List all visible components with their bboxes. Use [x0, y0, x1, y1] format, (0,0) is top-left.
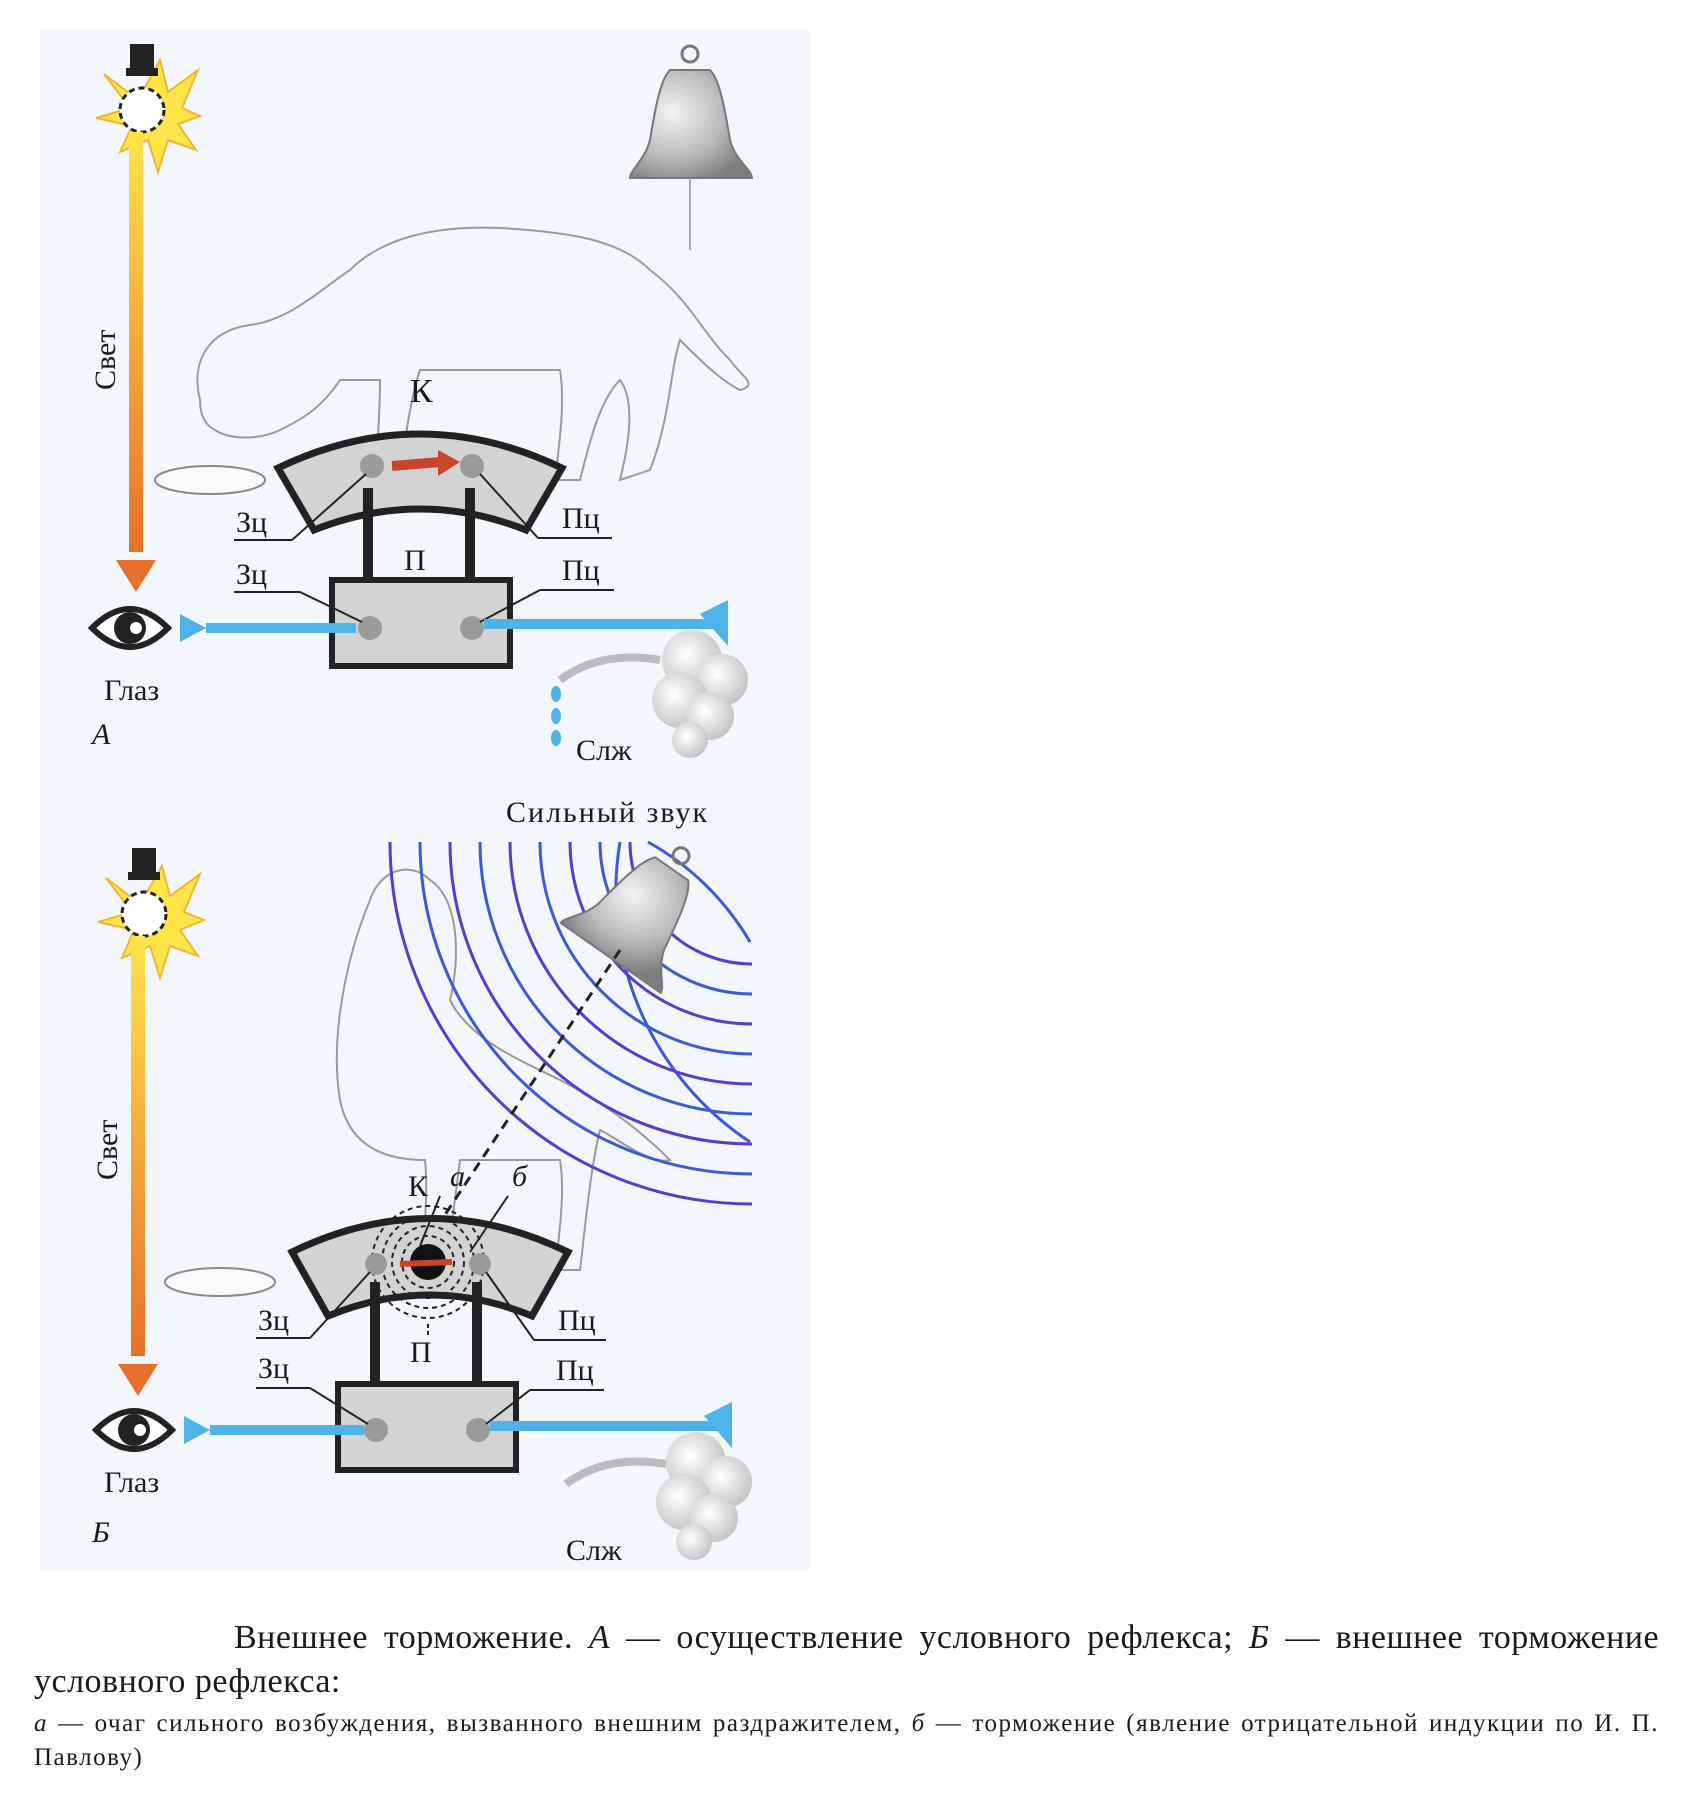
figure-caption: Внешнее торможение. А — осуществление ус… [34, 1616, 1659, 1704]
sound-pathway [423, 949, 622, 1246]
visual-center-subcortex [358, 616, 382, 640]
food-center-lower-label-b: Пц [556, 1354, 594, 1387]
visual-center-lower-label-b: Зц [258, 1352, 289, 1385]
cortex-block [273, 430, 567, 535]
light-ray-arrowhead [116, 560, 156, 592]
bell-icon [628, 44, 754, 250]
eye-icon [87, 606, 173, 650]
lamp-icon-b [97, 848, 207, 982]
nerve-link-left-b [370, 1282, 380, 1402]
eye-icon-b [91, 1408, 177, 1452]
visual-center-upper-label: Зц [236, 506, 267, 539]
salivary-gland-icon-b [563, 1432, 752, 1560]
nerve-link-right [465, 488, 475, 598]
note-a-letter: а [34, 1710, 48, 1737]
caption-b-text: — внешнее торможение условного рефлекса: [34, 1619, 1660, 1700]
efferent-path [484, 619, 714, 629]
visual-center-upper-label-b: Зц [258, 1304, 289, 1337]
note-a-text: — очаг сильного возбуждения, вызванного … [58, 1710, 902, 1737]
subcortex-block [329, 577, 513, 669]
nerve-link-left [363, 488, 373, 598]
panel-letter-a: А [90, 718, 111, 751]
salivary-label: Слж [576, 734, 632, 767]
sound-wave-rings [388, 841, 753, 1206]
excitation-arrow [391, 457, 441, 471]
efferent-path-b [490, 1421, 718, 1431]
light-label-b: Свет [91, 1120, 124, 1180]
blocked-excitation-arrow [399, 1259, 453, 1267]
salivary-gland-icon [557, 630, 748, 758]
visual-center-cortex-b [365, 1253, 387, 1275]
caption-title: Внешнее торможение. [234, 1619, 574, 1656]
focus-a-label: а [450, 1160, 465, 1193]
subcortex-label: П [404, 544, 426, 577]
food-center-lower-label: Пц [562, 554, 600, 587]
caption-a-text: — осуществление условного рефлекса; [626, 1619, 1234, 1656]
panel-b: Сильный звук Свет [91, 796, 753, 1567]
note-b-text: — торможение (явление отрицательной инду… [34, 1710, 1659, 1771]
saliva-drops [551, 686, 561, 746]
panel-letter-b: Б [91, 1516, 110, 1549]
cortex-label-b: К [408, 1170, 429, 1203]
food-bowl-b [164, 1267, 276, 1297]
caption-b-letter: Б [1248, 1619, 1270, 1656]
afferent-path [206, 623, 356, 633]
lamp-icon [95, 44, 203, 176]
light-label: Свет [89, 330, 122, 390]
food-center-subcortex [460, 616, 484, 640]
eye-label-b: Глаз [104, 1466, 159, 1499]
food-center-subcortex-b [466, 1418, 490, 1442]
nerve-link-right-b [472, 1282, 482, 1402]
caption-a-letter: А [588, 1619, 611, 1656]
dog-outline [196, 226, 750, 482]
light-ray [129, 132, 143, 552]
visual-center-cortex [360, 454, 384, 478]
food-bowl [154, 465, 266, 495]
figure-note: а — очаг сильного возбуждения, вызванног… [34, 1707, 1659, 1775]
eye-label: Глаз [104, 674, 159, 707]
panel-background [40, 30, 810, 1570]
food-center-cortex [460, 454, 484, 478]
note-b-letter: б [911, 1710, 926, 1737]
cortex-label: К [410, 373, 433, 410]
afferent-path-b [210, 1425, 364, 1435]
visual-center-lower-label: Зц [236, 558, 267, 591]
bell-icon-b [559, 846, 691, 995]
food-center-cortex-b [469, 1253, 491, 1275]
panel-a: Свет К П Зц Зц Пц [87, 44, 754, 767]
food-center-upper-label-b: Пц [558, 1304, 596, 1337]
subcortex-label-b: П [410, 1336, 432, 1369]
salivary-label-b: Слж [566, 1534, 622, 1567]
visual-center-subcortex-b [364, 1418, 388, 1442]
dog-outline-b [335, 868, 672, 1271]
sound-label: Сильный звук [506, 796, 709, 829]
food-center-upper-label: Пц [562, 502, 600, 535]
light-ray-b [131, 936, 145, 1356]
excitation-arrowhead [438, 450, 460, 476]
focus-b-label: б [512, 1160, 528, 1193]
